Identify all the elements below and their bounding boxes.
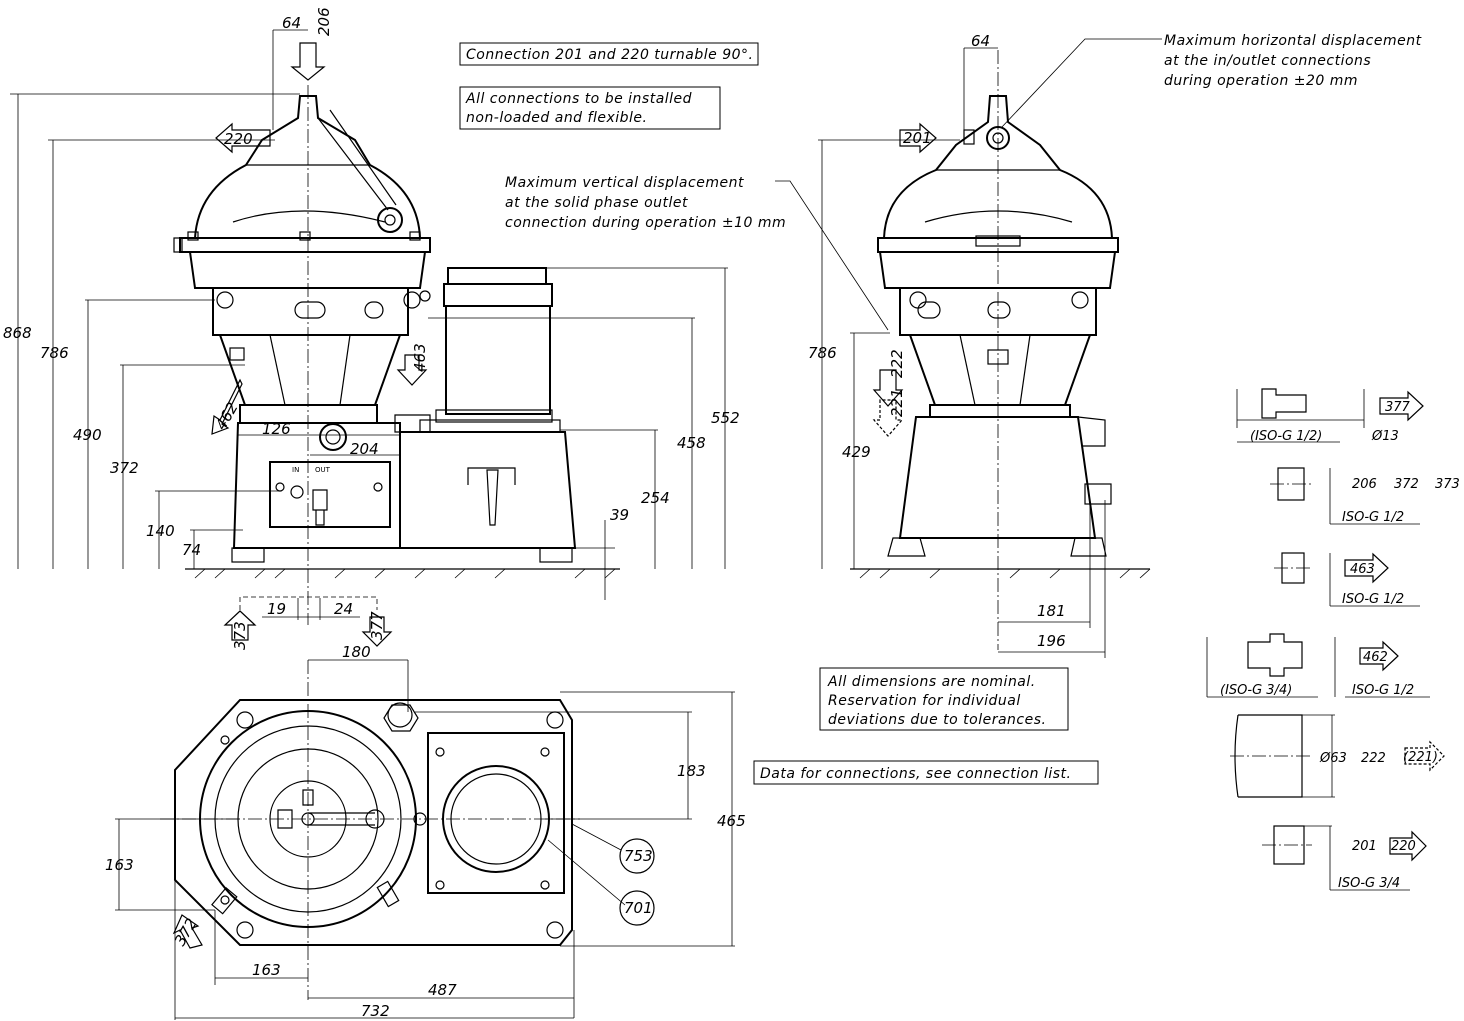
svg-text:180: 180 bbox=[342, 643, 371, 661]
svg-text:220: 220 bbox=[1391, 839, 1416, 854]
svg-text:201: 201 bbox=[903, 129, 932, 147]
svg-text:OUT: OUT bbox=[315, 466, 331, 474]
svg-text:701: 701 bbox=[624, 899, 653, 917]
svg-text:753: 753 bbox=[624, 847, 653, 865]
svg-text:196: 196 bbox=[1037, 632, 1066, 650]
svg-text:222: 222 bbox=[1361, 751, 1386, 766]
note-horizontal-displacement: Maximum horizontal displacement at the i… bbox=[1000, 33, 1422, 129]
svg-text:deviations due to tolerances.: deviations due to tolerances. bbox=[828, 712, 1046, 728]
svg-text:126: 126 bbox=[262, 420, 291, 438]
svg-text:IN: IN bbox=[292, 466, 299, 474]
svg-text:206: 206 bbox=[315, 7, 333, 36]
svg-text:Maximum horizontal displacemen: Maximum horizontal displacement bbox=[1164, 33, 1422, 49]
svg-text:373: 373 bbox=[1435, 477, 1460, 492]
svg-text:732: 732 bbox=[361, 1002, 390, 1020]
svg-text:non-loaded and flexible.: non-loaded and flexible. bbox=[466, 110, 647, 126]
note-connection-turnable: Connection 201 and 220 turnable 90°. bbox=[459, 42, 759, 66]
svg-text:201: 201 bbox=[1352, 839, 1377, 854]
svg-text:373: 373 bbox=[231, 621, 249, 650]
svg-text:429: 429 bbox=[842, 443, 871, 461]
svg-text:163: 163 bbox=[105, 856, 134, 874]
svg-text:74: 74 bbox=[182, 541, 201, 559]
svg-text:221: 221 bbox=[888, 388, 906, 417]
svg-text:181: 181 bbox=[1037, 602, 1066, 620]
svg-text:140: 140 bbox=[146, 522, 175, 540]
note-vertical-displacement: Maximum vertical displacement at the sol… bbox=[505, 175, 889, 331]
svg-text:(ISO-G 1/2): (ISO-G 1/2) bbox=[1250, 429, 1322, 444]
svg-text:183: 183 bbox=[677, 762, 706, 780]
svg-text:204: 204 bbox=[350, 440, 379, 458]
svg-text:254: 254 bbox=[641, 489, 670, 507]
svg-text:463: 463 bbox=[1350, 562, 1375, 577]
top-view: 180 183 465 163 372 163 487 732 753 701 bbox=[105, 643, 746, 1020]
svg-text:372: 372 bbox=[110, 459, 139, 477]
svg-text:465: 465 bbox=[717, 812, 746, 830]
svg-text:463: 463 bbox=[411, 343, 429, 372]
svg-text:490: 490 bbox=[73, 426, 102, 444]
note-nominal: All dimensions are nominal. Reservation … bbox=[819, 667, 1069, 731]
svg-text:372: 372 bbox=[1394, 477, 1419, 492]
svg-text:Reservation for individual: Reservation for individual bbox=[828, 693, 1021, 709]
svg-text:ISO-G 1/2: ISO-G 1/2 bbox=[1352, 683, 1414, 698]
svg-text:64: 64 bbox=[282, 14, 301, 32]
svg-text:Ø63: Ø63 bbox=[1319, 751, 1347, 766]
svg-text:552: 552 bbox=[711, 409, 740, 427]
svg-text:222: 222 bbox=[888, 349, 906, 378]
svg-text:163: 163 bbox=[252, 961, 281, 979]
svg-text:64: 64 bbox=[971, 32, 990, 50]
svg-text:Maximum vertical displacement: Maximum vertical displacement bbox=[505, 175, 744, 191]
svg-text:487: 487 bbox=[428, 981, 457, 999]
svg-text:24: 24 bbox=[334, 600, 353, 618]
svg-text:at the in/outlet connections: at the in/outlet connections bbox=[1164, 53, 1371, 69]
svg-text:377: 377 bbox=[368, 611, 386, 640]
svg-text:Data for connections, see conn: Data for connections, see connection lis… bbox=[760, 766, 1071, 782]
svg-text:during operation ±20 mm: during operation ±20 mm bbox=[1164, 73, 1358, 89]
svg-text:868: 868 bbox=[3, 324, 32, 342]
svg-text:786: 786 bbox=[808, 344, 837, 362]
svg-text:at the solid phase outlet: at the solid phase outlet bbox=[505, 195, 688, 211]
side-view: 64 201 786 222 221 429 181 196 bbox=[808, 32, 1151, 658]
svg-text:39: 39 bbox=[610, 506, 629, 524]
svg-text:786: 786 bbox=[40, 344, 69, 362]
svg-text:458: 458 bbox=[677, 434, 706, 452]
svg-text:462: 462 bbox=[1363, 650, 1388, 665]
svg-text:Ø13: Ø13 bbox=[1371, 429, 1399, 444]
connection-list: 377 (ISO-G 1/2) Ø13 206 372 373 ISO-G 1/… bbox=[1206, 388, 1460, 891]
svg-text:ISO-G 1/2: ISO-G 1/2 bbox=[1342, 592, 1404, 607]
svg-text:(221): (221) bbox=[1403, 750, 1438, 765]
svg-text:Connection 201 and 220 turnabl: Connection 201 and 220 turnable 90°. bbox=[466, 47, 753, 63]
svg-text:377: 377 bbox=[1385, 400, 1411, 415]
svg-text:All dimensions are nominal.: All dimensions are nominal. bbox=[827, 674, 1036, 690]
svg-text:ISO-G 1/2: ISO-G 1/2 bbox=[1342, 510, 1404, 525]
svg-text:All connections to be installe: All connections to be installed bbox=[465, 91, 692, 107]
svg-text:ISO-G 3/4: ISO-G 3/4 bbox=[1338, 876, 1400, 891]
svg-text:(ISO-G 3/4): (ISO-G 3/4) bbox=[1220, 683, 1292, 698]
svg-text:connection during operation ±1: connection during operation ±10 mm bbox=[505, 215, 786, 231]
note-connections-installed: All connections to be installed non-load… bbox=[459, 86, 721, 130]
svg-text:220: 220 bbox=[224, 130, 253, 148]
note-data-connections: Data for connections, see connection lis… bbox=[753, 760, 1099, 785]
svg-text:206: 206 bbox=[1352, 477, 1377, 492]
svg-text:19: 19 bbox=[267, 600, 286, 618]
